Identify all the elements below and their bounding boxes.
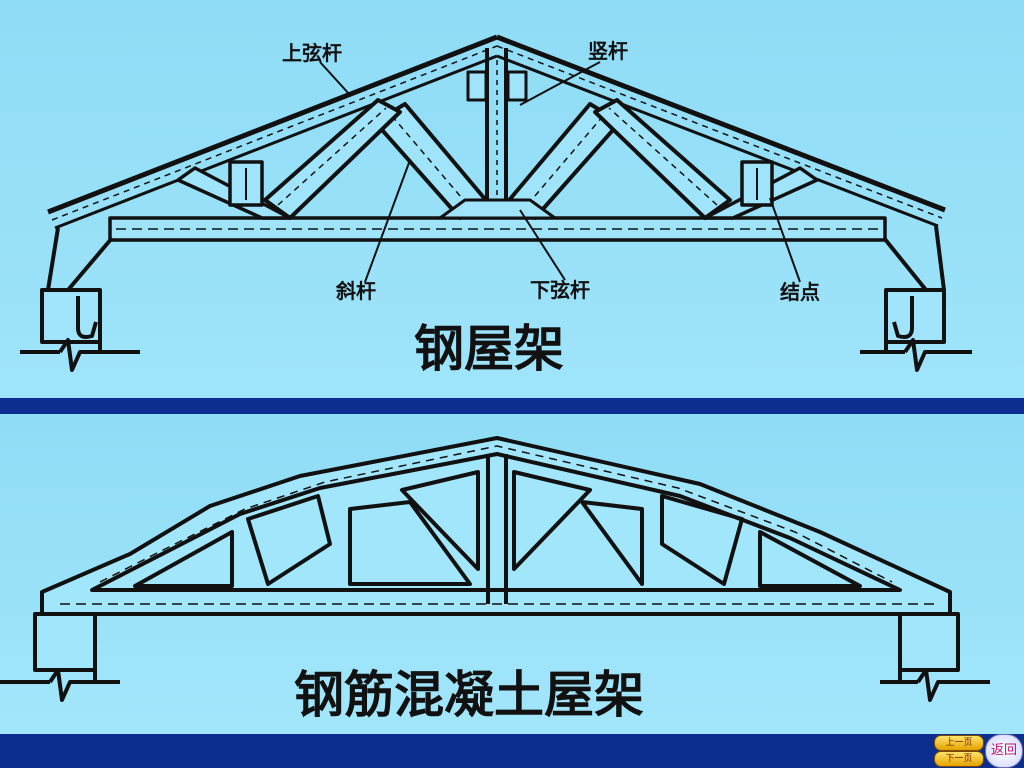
label-bottom-chord: 下弦杆 <box>530 278 590 302</box>
section-divider <box>0 398 1024 414</box>
concrete-truss-outline <box>40 436 952 616</box>
leader-lines <box>319 61 801 283</box>
top-chord-left <box>47 34 498 230</box>
concrete-truss-openings <box>133 470 862 588</box>
concrete-center-vertical <box>486 454 508 604</box>
concrete-support-left <box>0 612 120 702</box>
support-right <box>860 225 972 372</box>
concrete-truss-diagram: 钢筋混凝土屋架 <box>0 436 990 724</box>
label-vertical-member: 竖杆 <box>588 39 628 63</box>
return-button[interactable]: 返回 <box>985 734 1023 768</box>
concrete-truss-title: 钢筋混凝土屋架 <box>294 666 644 724</box>
concrete-truss-panel: 钢筋混凝土屋架 <box>0 414 1024 734</box>
concrete-support-right <box>880 612 990 702</box>
diagonals-left <box>176 98 492 220</box>
support-left <box>20 227 140 372</box>
label-top-chord: 上弦杆 <box>282 41 342 65</box>
diagonals-right <box>503 98 819 220</box>
steel-truss-title: 钢屋架 <box>414 320 564 378</box>
previous-page-button[interactable]: 上一页 <box>934 735 984 751</box>
joint-gussets <box>438 70 557 220</box>
label-joint: 结点 <box>780 280 820 304</box>
top-chord-right <box>496 34 946 228</box>
steel-truss-panel: 上弦杆 竖杆 斜杆 下弦杆 结点 钢屋架 <box>0 0 1024 398</box>
next-page-button[interactable]: 下一页 <box>934 751 984 767</box>
center-vertical-member <box>485 48 508 218</box>
label-diagonal-member: 斜杆 <box>335 279 376 303</box>
footer-bar <box>0 734 1024 768</box>
bottom-chord <box>108 216 887 242</box>
steel-truss-diagram: 上弦杆 竖杆 斜杆 下弦杆 结点 钢屋架 <box>20 34 972 378</box>
